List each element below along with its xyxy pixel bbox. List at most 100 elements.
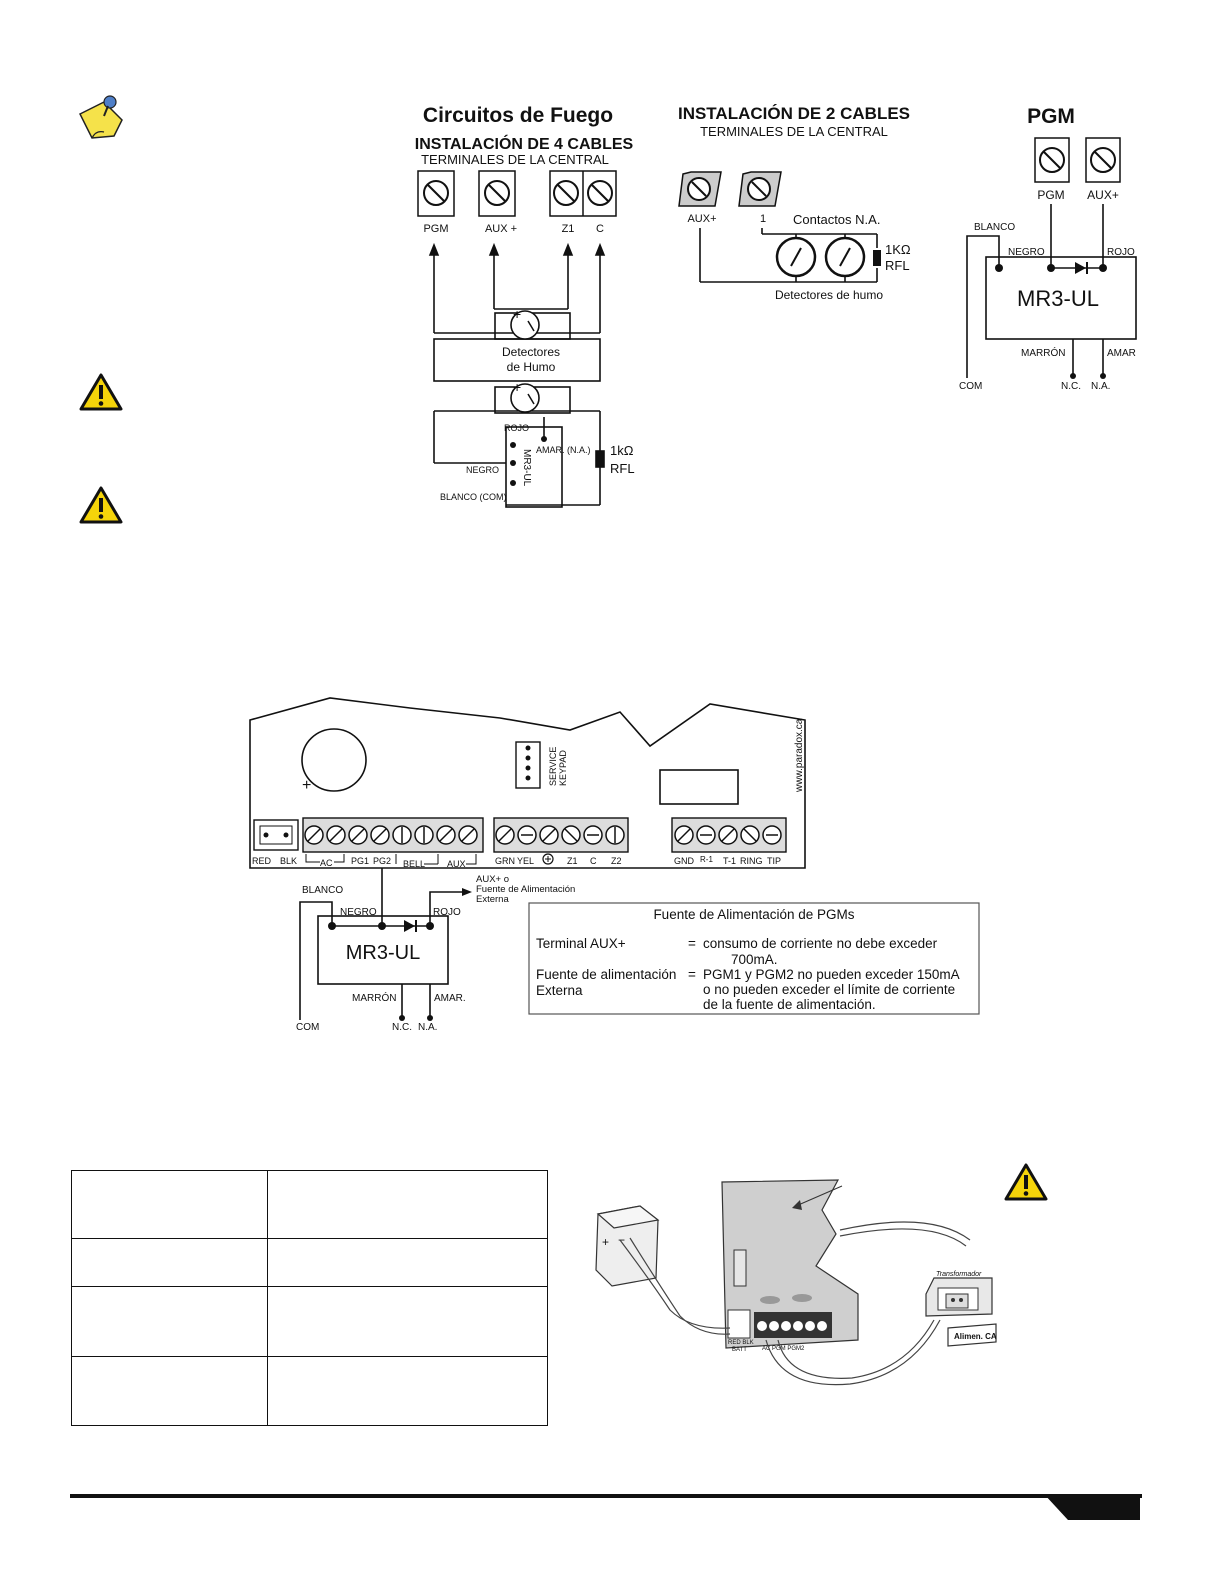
power-row2-left-1: Fuente de alimentación (536, 967, 676, 982)
warning-icon (79, 486, 123, 524)
label-blk: BLK (280, 856, 297, 866)
table-cell (267, 1170, 548, 1239)
label-tip: TIP (767, 856, 781, 866)
table-cell (267, 1238, 548, 1287)
svg-text:+: + (602, 1235, 609, 1249)
power-row1-left: Terminal AUX+ (536, 936, 626, 951)
pgm-negro: NEGRO (1008, 247, 1045, 258)
power-row2-right-2: o no pueden exceder el límite de corrien… (703, 982, 955, 997)
transformer-label: Transformador (936, 1271, 982, 1278)
pgm-title: PGM (1027, 105, 1075, 128)
two-wire-1: 1 (760, 213, 766, 225)
keypad-label: KEYPAD (558, 750, 568, 786)
table-cell (71, 1286, 268, 1357)
pgm-nc: N.C. (1061, 381, 1081, 392)
label-r1: R-1 (700, 855, 713, 864)
pgm-marron: MARRÓN (1021, 346, 1065, 359)
table-cell (267, 1286, 548, 1357)
power-row2-left-2: Externa (536, 983, 583, 998)
aux-note-1: AUX+ o (476, 874, 509, 885)
label-yel: YEL (517, 856, 534, 866)
note-icon (78, 95, 123, 139)
label-red: RED (252, 856, 272, 866)
detectors-label-2: de Humo (507, 360, 556, 374)
module-mr3: MR3-UL (521, 449, 532, 487)
label-z2: Z2 (611, 856, 622, 866)
two-wire-resistor: 1KΩ (885, 242, 911, 257)
label-grn: GRN (495, 856, 515, 866)
board-blanco: BLANCO (302, 885, 343, 896)
pgm-terminal-pgm: PGM (1037, 188, 1064, 202)
aux-note-3: Externa (476, 894, 509, 905)
terminal-label-c: C (596, 223, 604, 235)
pgm-rojo: ROJO (1107, 247, 1135, 258)
pgm-amar: AMAR (1107, 348, 1136, 359)
resistor-rfl: RFL (610, 461, 635, 476)
website-label: www.paradox.ca (794, 718, 805, 793)
label-t1: T-1 (723, 856, 736, 866)
batt-label-1: RED BLK (728, 1340, 754, 1346)
label-ring: RING (740, 856, 763, 866)
two-wire-caption: TERMINALES DE LA CENTRAL (700, 124, 888, 139)
label-pg2: PG2 (373, 856, 391, 866)
page-tab (1044, 1494, 1140, 1520)
smoke-detectors-label: Detectores de humo (775, 288, 883, 302)
two-wire-rfl: RFL (885, 258, 910, 273)
pgm-blanco: BLANCO (974, 222, 1015, 233)
terminal-label-z1: Z1 (562, 223, 575, 235)
fire-terminals-caption: TERMINALES DE LA CENTRAL (421, 152, 609, 167)
board-pgm-diagram: + SERVICE KEYPAD www.paradox.ca RED BLK … (249, 697, 806, 1033)
two-wire-title: INSTALACIÓN DE 2 CABLES (678, 104, 910, 123)
detectors-label: Detectores (502, 345, 560, 359)
fire-title: Circuitos de Fuego (423, 104, 613, 127)
terminal-label-aux: AUX + (485, 223, 517, 235)
pgm-com: COM (959, 381, 982, 392)
board-com: COM (296, 1022, 319, 1033)
wire-amar: AMAR. (N.A.) (536, 445, 591, 455)
pgm-diagram: PGM PGM AUX+ BLANCO NEGRO ROJO MR3-UL MA… (959, 105, 1137, 392)
service-label: SERVICE (548, 747, 558, 786)
footer-rule (70, 1494, 1142, 1498)
board-negro: NEGRO (340, 907, 377, 918)
board-marron: MARRÓN (352, 991, 396, 1004)
warning-icon (79, 373, 123, 411)
two-wire-diagram: INSTALACIÓN DE 2 CABLES TERMINALES DE LA… (678, 104, 911, 302)
power-row2-right-3: de la fuente de alimentación. (703, 997, 876, 1012)
power-row2-right-1: PGM1 y PGM2 no pueden exceder 150mA (703, 967, 960, 982)
batt-label-2: BATT (732, 1347, 747, 1353)
wiring-illustration: +− RED BLK BATT AC PGM PGM2 Transformado… (595, 1179, 997, 1386)
wire-blanco: BLANCO (COM) (440, 492, 507, 502)
label-z1: Z1 (567, 856, 578, 866)
contacts-label: Contactos N.A. (793, 212, 880, 227)
table-cell (71, 1170, 268, 1239)
ac-power-label: Alimen. CA (954, 1332, 997, 1341)
label-bell: BELL (403, 859, 425, 869)
svg-text:+: + (513, 306, 521, 322)
fire-circuit-4wire-diagram: Circuitos de Fuego INSTALACIÓN DE 4 CABL… (415, 104, 635, 508)
table-cell (71, 1238, 268, 1287)
wire-rojo: ROJO (504, 423, 529, 433)
board-nc: N.C. (392, 1022, 412, 1033)
power-row2-eq: = (688, 967, 696, 982)
terminal-label-pgm: PGM (423, 223, 448, 235)
pgm-power-box: Fuente de Alimentación de PGMs Terminal … (528, 902, 980, 1015)
fire-subtitle: INSTALACIÓN DE 4 CABLES (415, 134, 634, 153)
warning-icon (1004, 1163, 1048, 1201)
board-na: N.A. (418, 1022, 437, 1033)
table-cell (71, 1356, 268, 1426)
resistor-value: 1kΩ (610, 443, 634, 458)
svg-text:+: + (302, 777, 311, 794)
svg-text:−: − (618, 1233, 625, 1247)
power-row1-right-2: 700mA. (731, 952, 778, 967)
power-row1-right-1: consumo de corriente no debe exceder (703, 936, 938, 951)
two-wire-aux: AUX+ (687, 213, 716, 225)
label-c: C (590, 856, 597, 866)
pgm-na: N.A. (1091, 381, 1110, 392)
label-ac: AC (320, 858, 333, 868)
label-gnd: GND (674, 856, 695, 866)
specs-table (71, 1170, 548, 1426)
aux-note-2: Fuente de Alimentación (476, 884, 575, 895)
label-pg1: PG1 (351, 856, 369, 866)
wire-negro: NEGRO (466, 465, 499, 475)
board-rojo: ROJO (433, 907, 461, 918)
